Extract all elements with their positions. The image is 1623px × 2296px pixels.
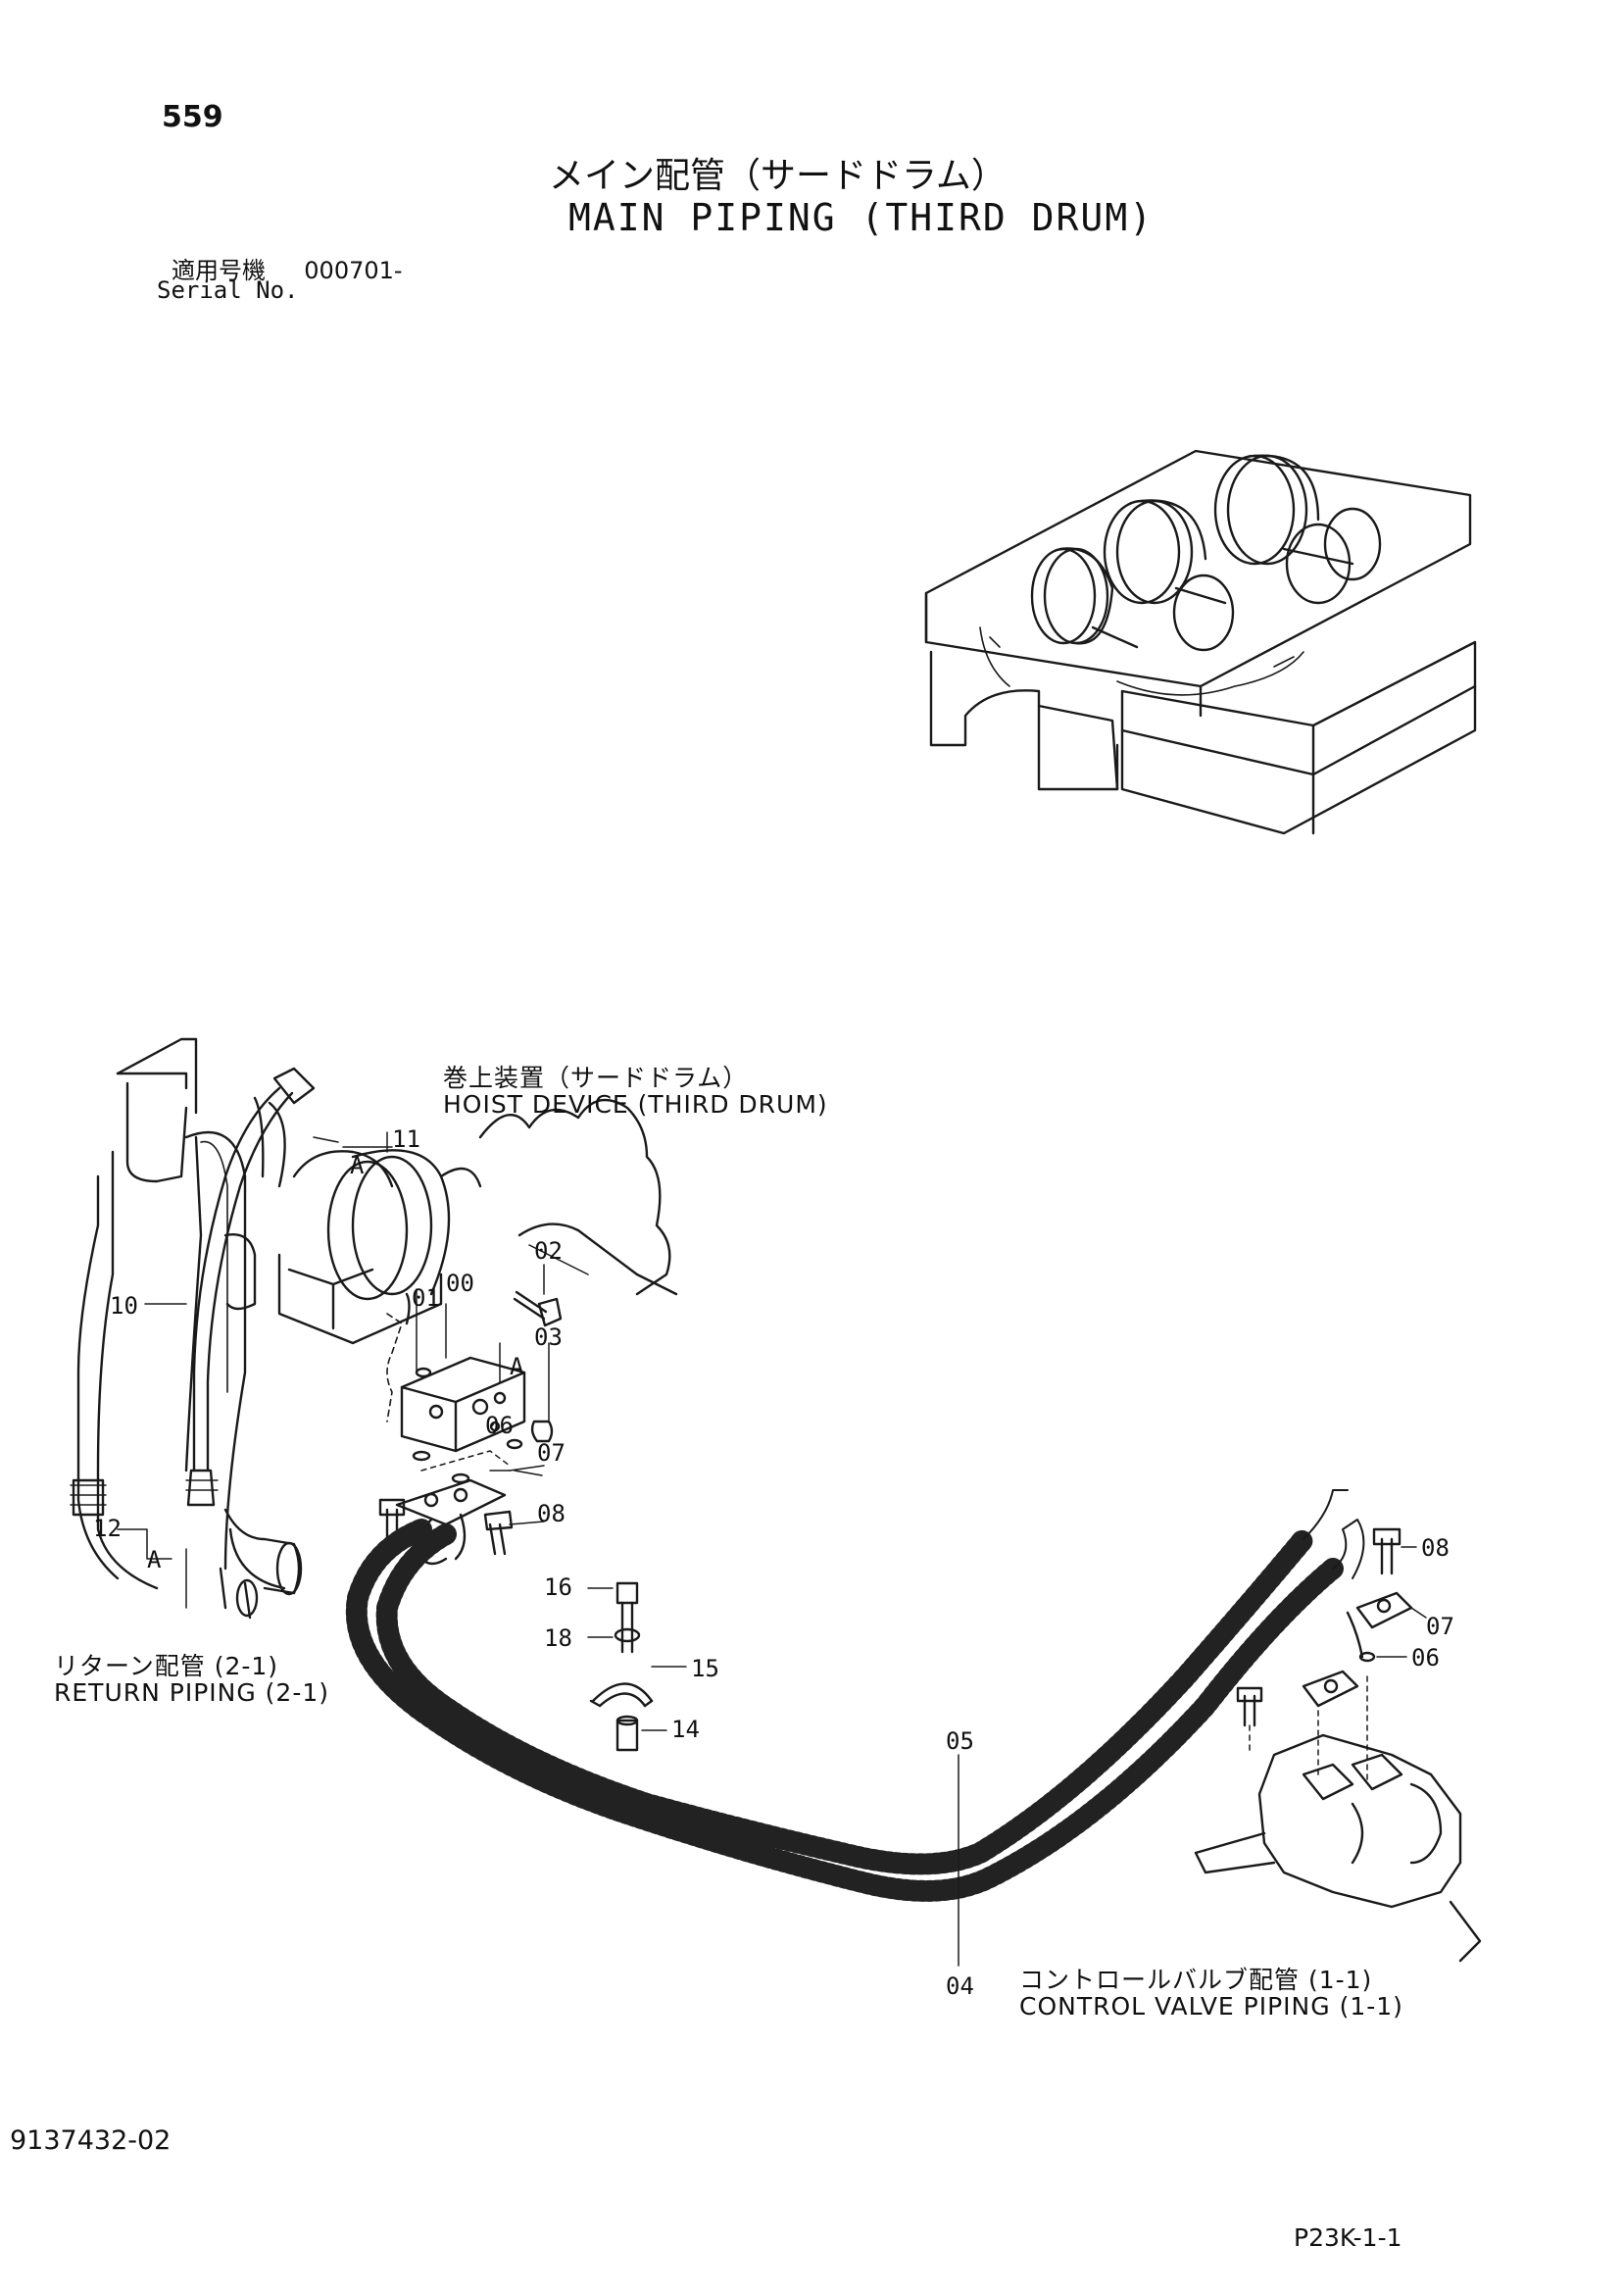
flange-assembly-upper: [378, 1450, 545, 1566]
part-label-06-right: 06: [1411, 1644, 1440, 1672]
serial-value: 000701-: [304, 257, 403, 284]
hose-04-05: [345, 1489, 1365, 1902]
part-label-08-right: 08: [1421, 1534, 1450, 1562]
serial-label-en: Serial No.: [157, 276, 299, 304]
control-valve-label-jp: コントロールバルブ配管 (1-1): [1019, 1966, 1373, 1994]
hoist-device-label-jp: 巻上装置（サードドラム）: [443, 1064, 749, 1092]
part-label-18: 18: [544, 1624, 572, 1652]
part-label-03: 03: [534, 1323, 563, 1351]
ref-label-a-mid: A: [510, 1353, 524, 1380]
part-label-01: 01: [412, 1284, 440, 1312]
ref-label-a-top: A: [350, 1152, 365, 1179]
page-code: P23K-1-1: [1294, 2223, 1402, 2252]
part-label-06-upper: 06: [485, 1412, 514, 1439]
part-label-08-upper: 08: [537, 1500, 566, 1527]
clamp-parts: [589, 1581, 654, 1752]
control-valve-assembly: [1194, 1527, 1482, 1963]
serial-label-jp: 適用号機: [172, 257, 266, 284]
part-label-10: 10: [110, 1292, 138, 1320]
part-label-02: 02: [534, 1237, 563, 1265]
part-label-00: 00: [446, 1270, 474, 1297]
return-piping-label-en: RETURN PIPING (2-1): [54, 1678, 330, 1707]
page-number: 559: [162, 100, 223, 134]
overview-drum-assembly: [924, 449, 1477, 835]
part-label-04: 04: [946, 1972, 974, 2000]
hoist-device-drawing: [277, 1098, 678, 1423]
part-label-11: 11: [392, 1125, 420, 1153]
part-label-16: 16: [544, 1573, 572, 1601]
part-label-14: 14: [671, 1716, 700, 1743]
return-piping-label-jp: リターン配管 (2-1): [54, 1652, 279, 1680]
part-label-07-right: 07: [1426, 1613, 1454, 1640]
valve-block-00: [400, 1264, 563, 1484]
part-label-05: 05: [946, 1727, 974, 1755]
ref-label-a-left: A: [147, 1546, 162, 1573]
serial-row: 適用号機 000701-: [172, 251, 403, 285]
part-label-15: 15: [691, 1655, 719, 1682]
control-valve-label-en: CONTROL VALVE PIPING (1-1): [1019, 1992, 1403, 2021]
part-label-07-upper: 07: [537, 1439, 566, 1467]
hoist-device-label-en: HOIST DEVICE (THIRD DRUM): [443, 1090, 828, 1119]
return-piping-assembly: [70, 1037, 316, 1620]
document-number: 9137432-02: [10, 2125, 172, 2156]
leader-lines: [117, 1131, 1427, 1967]
title-japanese: メイン配管（サードドラム）: [549, 156, 1007, 196]
title-english: MAIN PIPING (THIRD DRUM): [568, 196, 1155, 239]
part-label-12: 12: [93, 1515, 122, 1542]
